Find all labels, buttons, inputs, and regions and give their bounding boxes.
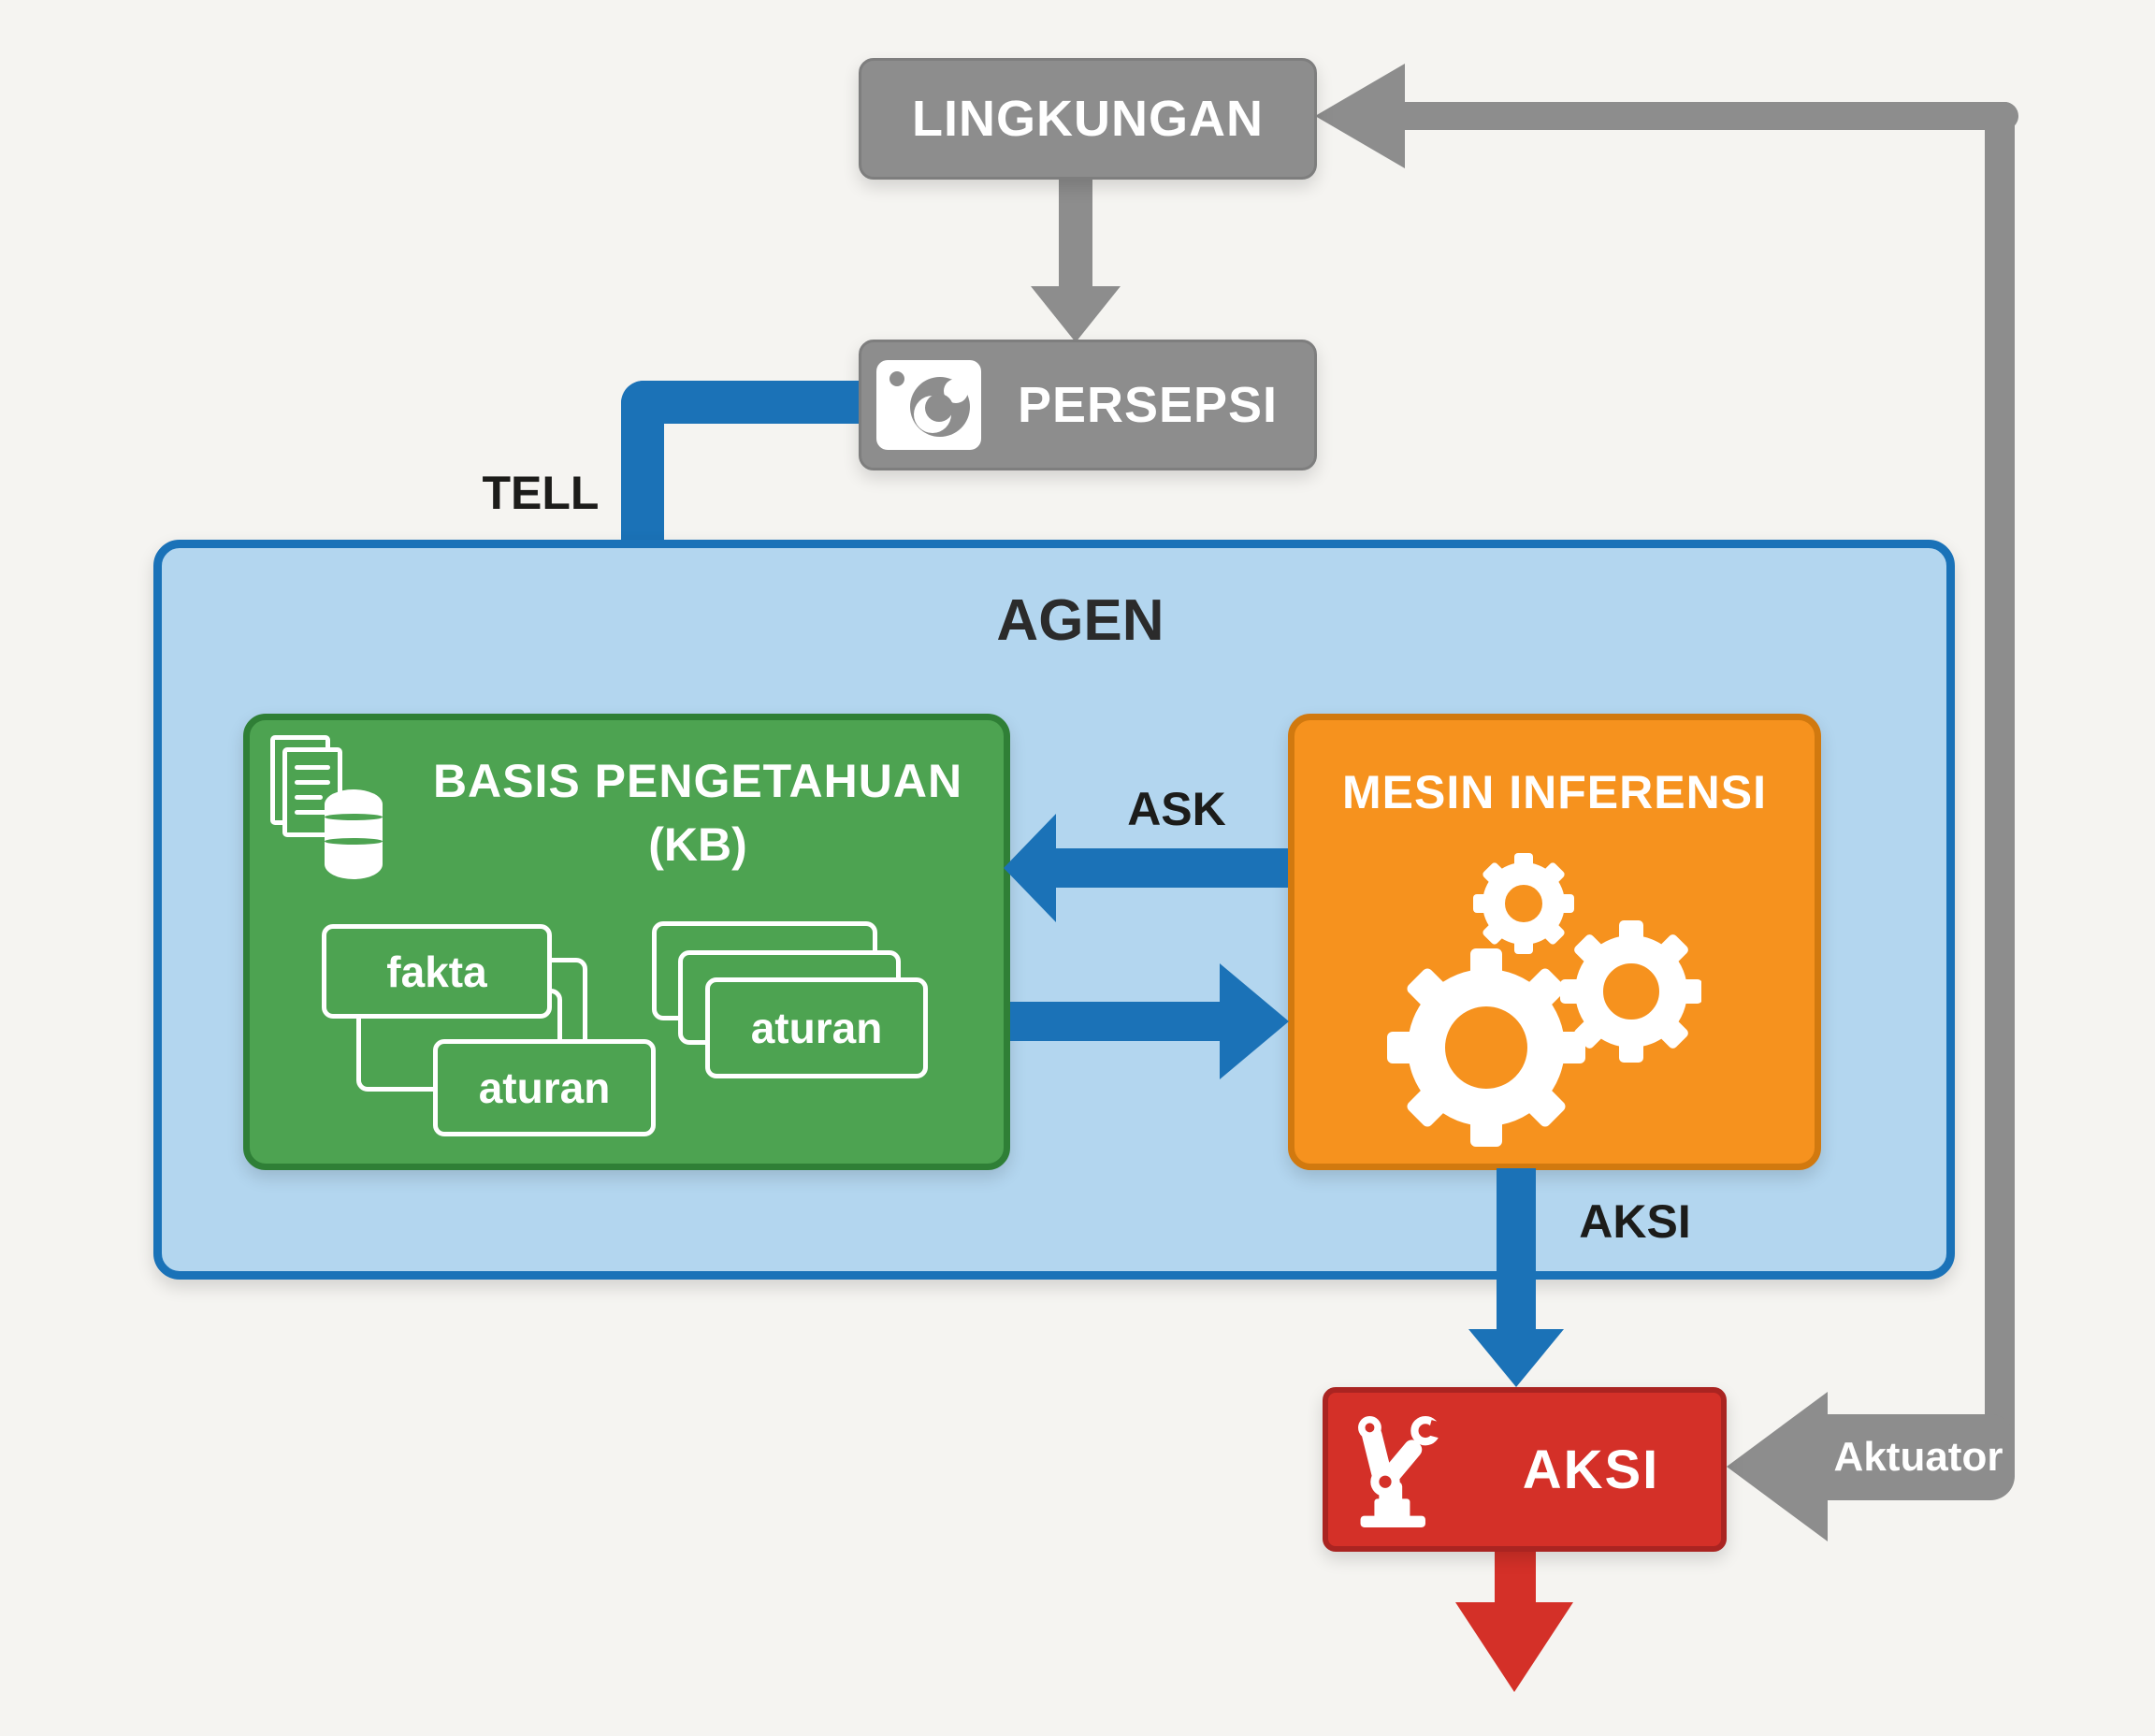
card-fakta-label: fakta: [386, 947, 487, 996]
environment-box: LINGKUNGAN: [859, 58, 1317, 180]
camera-icon: [876, 360, 981, 450]
action-box: AKSI: [1323, 1387, 1727, 1552]
knowledge-base-subtitle: (KB): [648, 818, 747, 871]
arrow-ask-stem: [1053, 848, 1288, 888]
arrow-ask-head: [1004, 814, 1056, 922]
aksi-arrow-label: AKSI: [1579, 1195, 1691, 1248]
arrow-environment-to-perception-stem: [1059, 178, 1092, 288]
card-aturan-left: aturan: [433, 1039, 656, 1136]
card-aturan-right: aturan: [705, 977, 928, 1078]
aktuator-arrow-shaft: Aktuator: [1822, 1414, 2015, 1500]
perception-box: PERSEPSI: [859, 340, 1317, 470]
arrow-kb-to-inference-stem: [1010, 1002, 1223, 1041]
knowledge-base-title: BASIS PENGETAHUAN: [432, 755, 963, 807]
card-aturan-right-label: aturan: [750, 1004, 883, 1052]
arrow-action-output-stem: [1495, 1548, 1536, 1606]
ask-label: ASK: [1127, 783, 1226, 835]
robot-arm-icon: [1358, 1415, 1449, 1527]
perception-label: PERSEPSI: [1017, 377, 1279, 433]
gears-icon: [1387, 853, 1701, 1147]
aktuator-label: Aktuator: [1833, 1434, 2003, 1480]
inference-engine-title: MESIN INFERENSI: [1342, 766, 1767, 818]
arrow-aksi-stem: [1497, 1168, 1536, 1331]
card-aturan-left-label: aturan: [478, 1063, 611, 1112]
action-label: AKSI: [1522, 1439, 1660, 1500]
arrow-action-output-head: [1455, 1602, 1573, 1692]
knowledge-base-box: BASIS PENGETAHUAN (KB) fakta aturan atur…: [243, 714, 1010, 1170]
agent-label: AGEN: [996, 588, 1164, 653]
aktuator-arrow-head: [1727, 1392, 1828, 1541]
environment-label: LINGKUNGAN: [912, 91, 1264, 147]
arrow-aksi-head: [1468, 1329, 1564, 1387]
arrow-environment-to-perception-head: [1031, 286, 1121, 342]
feedback-loop-horizontal-line: [1401, 102, 2018, 130]
inference-engine-box: MESIN INFERENSI: [1288, 714, 1821, 1170]
tell-label: TELL: [482, 467, 600, 519]
feedback-loop-vertical-line: [1985, 102, 2015, 1477]
arrow-kb-to-inference-head: [1220, 963, 1289, 1079]
arrow-loop-to-environment-head: [1315, 64, 1405, 168]
documents-database-icon: [270, 735, 392, 885]
card-fakta: fakta: [322, 924, 552, 1019]
